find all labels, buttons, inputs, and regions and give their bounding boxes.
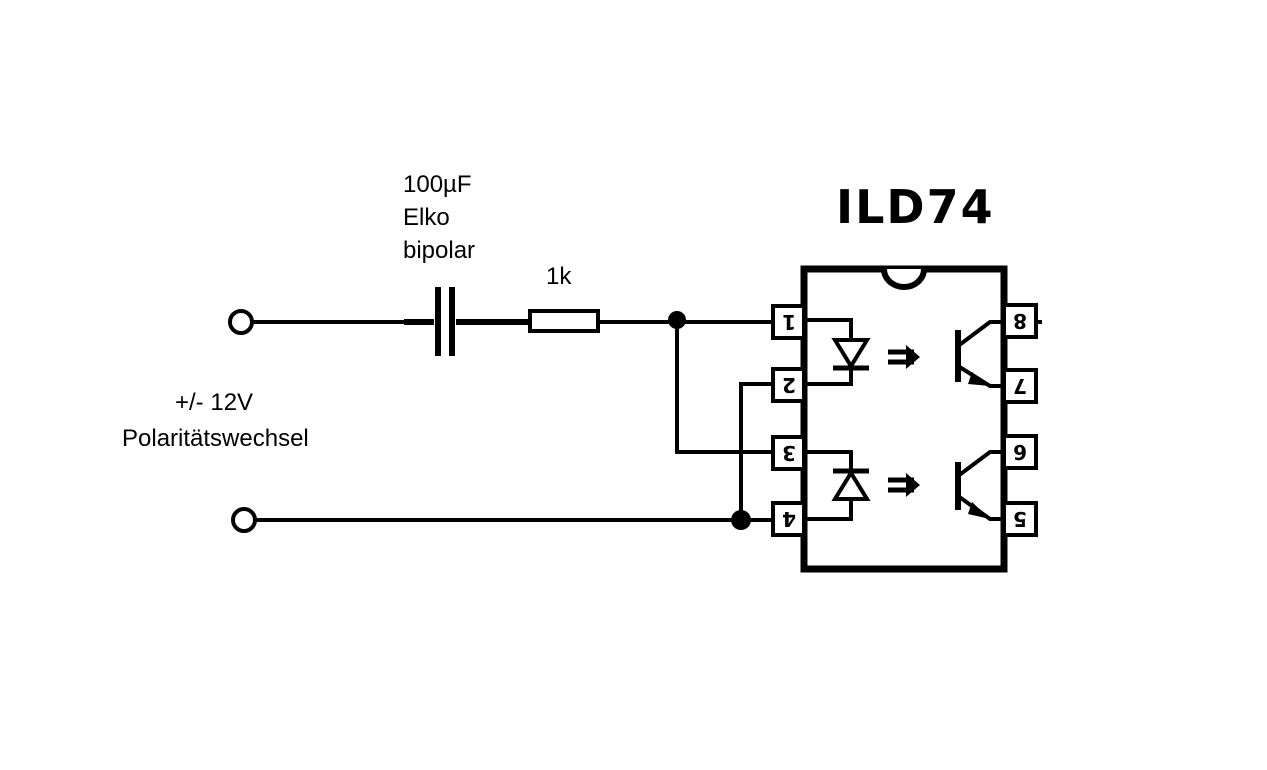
ic-pin-6: 6 — [1002, 434, 1038, 470]
wire-node-to-pin2 — [739, 382, 775, 520]
ic-body — [800, 265, 1008, 573]
led-lower — [804, 450, 871, 521]
svg-text:1: 1 — [782, 310, 796, 334]
svg-text:3: 3 — [782, 441, 796, 465]
svg-text:5: 5 — [1013, 507, 1027, 531]
capacitor-type-label: Elko — [403, 204, 450, 231]
capacitor-value-label: 100µF — [403, 171, 472, 198]
capacitor-polarity-label: bipolar — [403, 237, 475, 264]
svg-text:7: 7 — [1013, 374, 1027, 398]
svg-text:2: 2 — [782, 373, 796, 397]
ic-pin-7: 7 — [1002, 368, 1038, 404]
input-terminal-bottom — [231, 507, 257, 533]
resistor-value-label: 1k — [546, 263, 572, 290]
phototransistor-lower — [955, 450, 1004, 521]
ic-pin-2: 2 — [771, 367, 806, 403]
phototransistor-upper — [955, 320, 1004, 388]
ic-pin-3: 3 — [771, 435, 806, 471]
ic-pin-4: 4 — [771, 501, 806, 537]
ic-pin-1: 1 — [771, 304, 806, 340]
optical-coupling-upper — [888, 345, 920, 369]
led-upper — [804, 318, 871, 386]
svg-text:6: 6 — [1013, 440, 1027, 464]
svg-text:8: 8 — [1013, 309, 1027, 333]
ic-pin-5: 5 — [1002, 501, 1038, 537]
capacitor-symbol — [404, 287, 530, 356]
input-voltage-label: +/- 12V — [175, 389, 253, 416]
input-terminal-top — [228, 309, 254, 335]
ic-pin-8: 8 — [1002, 303, 1038, 339]
svg-text:4: 4 — [782, 507, 796, 531]
input-description-label: Polaritätswechsel — [122, 425, 309, 452]
ic-name-label: ILD74 — [836, 180, 995, 234]
resistor-symbol — [528, 309, 600, 333]
optical-coupling-lower — [888, 473, 920, 497]
ic-notch — [881, 268, 927, 290]
